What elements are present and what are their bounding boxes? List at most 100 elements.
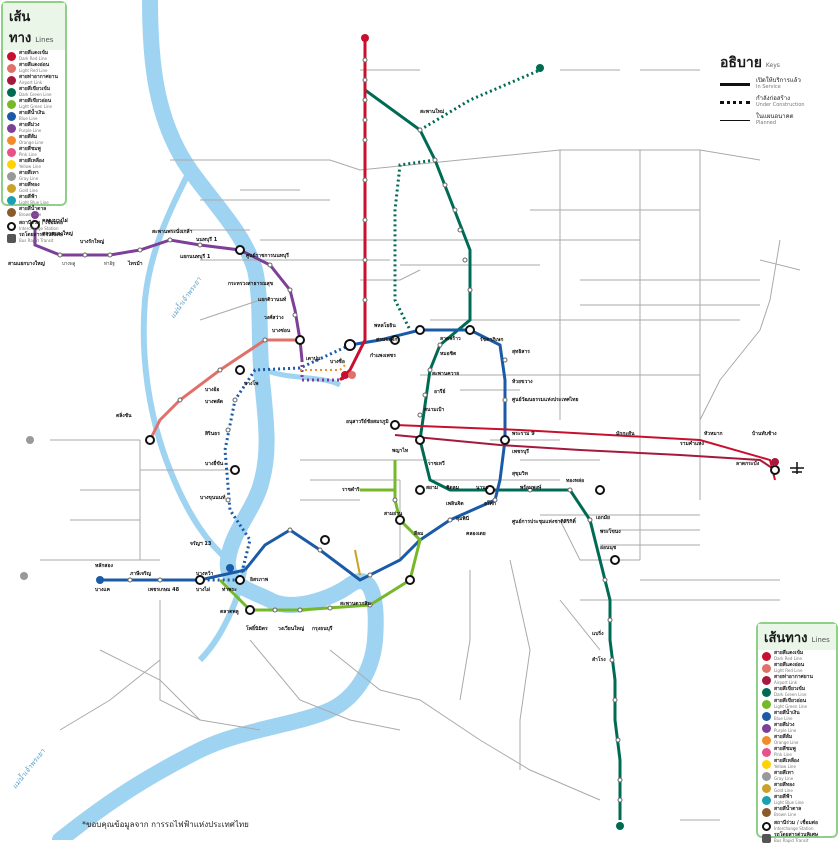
line-name-en: Pink Line [774,752,792,757]
station-label: หัวหมาก [704,431,723,437]
line-name: สายสีน้ำตาล [774,806,802,812]
line-name: สายสีเหลือง [774,758,800,764]
line-name: สายสีน้ำตาล [19,206,47,212]
station-label: ตลาดพลู [220,609,239,615]
line-color-badge [762,795,771,805]
station-label: ท่าอิฐ [104,262,115,267]
station-label: เพชรบุรี [512,449,529,455]
line-name: สายสีฟ้า [19,194,38,200]
station-label: สามแยกบางใหญ่ [8,261,45,267]
station-label: บางอ้อ [205,387,220,393]
station-label: โพธิ์นิมิตร [246,626,268,632]
line-name: สายสีม่วง [19,122,40,128]
line-name: สายสีเขียวเข้ม [774,686,806,692]
station-label: บางขุนนนท์ [200,495,226,501]
station-label: ทองหล่อ [566,478,585,484]
station-label: แยกติวานนท์ [258,297,287,303]
dark-green-north-ext [419,68,541,132]
line-name: สายท่าอากาศยาน [774,674,813,680]
planned-lines [40,69,801,821]
line-name-en: Light Green Line [19,104,52,109]
station-label: อิสรภาพ [250,577,269,583]
interchange-icon [7,221,16,231]
solid-line-icon [720,82,750,86]
line-color-badge [7,207,16,217]
station-label: แยกนนทบุรี 1 [180,254,211,260]
station-label: ราชเทวี [428,461,445,467]
station-label: จรัญฯ 13 [190,541,212,547]
station-label: สะพานใหม่ [420,109,445,115]
brt-icon [7,233,16,243]
line-color-badge [762,759,771,769]
airport-icon [790,462,804,474]
line-name-en: Light Blue Line [774,800,804,805]
line-name-en: Airport Link [19,80,43,85]
station-label: นนทบุรี 1 [196,237,218,243]
station-label: อโศก [484,501,496,507]
station-label: บางซื่อ [330,359,345,365]
station-label: ท่าพระ [222,587,237,593]
line-name: สายสีเขียวอ่อน [19,98,52,104]
line-name: สายสีเขียวเข้ม [19,86,51,92]
line-color-badge [7,147,16,157]
line-color-badge [762,675,771,685]
line-name-en: Blue Line [774,716,793,721]
station-label: อนุสาวรีย์ชัยสมรภูมิ [346,419,389,425]
blue-line [100,343,351,582]
station-label: เพลินจิต [446,501,464,507]
line-color-badge [762,651,771,661]
station-label: บางยี่ขัน [205,461,224,467]
line-color-badge [7,99,16,109]
line-name: สายสีส้ม [774,734,793,740]
interchange-icon [762,821,771,831]
line-name-en: Light Green Line [774,704,807,709]
airport-link [394,434,776,471]
station-label: คลองเตย [466,531,486,537]
station-label: สามย่าน [384,511,403,517]
station-label: บางหว้า [196,571,214,577]
station-label: สำโรง [592,657,606,663]
line-name-en: Dark Red Line [774,656,802,661]
legend-line-item: สายสีชมพูPink Line [758,746,836,758]
line-color-badge [762,699,771,709]
station-label: สีลม [414,531,424,537]
line-name-en: Blue Line [19,116,38,121]
line-color-badge [7,171,16,181]
canal-east [264,367,342,388]
line-name-en: Pink Line [19,152,37,157]
station-label: พญาไท [392,448,409,454]
line-name: สายสีแดงเข้ม [19,50,49,56]
line-color-badge [7,87,16,97]
orange-line [300,364,346,371]
line-name: สายสีฟ้า [774,794,793,800]
light-red-line [148,338,300,441]
station-label: แบริ่ง [592,631,604,637]
line-badges [20,34,779,830]
station-label: สะพานควาย [432,371,460,377]
line-name-en: Airport Link [774,680,798,685]
interchange-stations [30,220,780,615]
line-name: สายสีเหลือง [19,158,45,164]
station-label: กระทรวงสาธารณสุข [228,281,274,287]
line-name-en: Gold Line [19,188,38,193]
